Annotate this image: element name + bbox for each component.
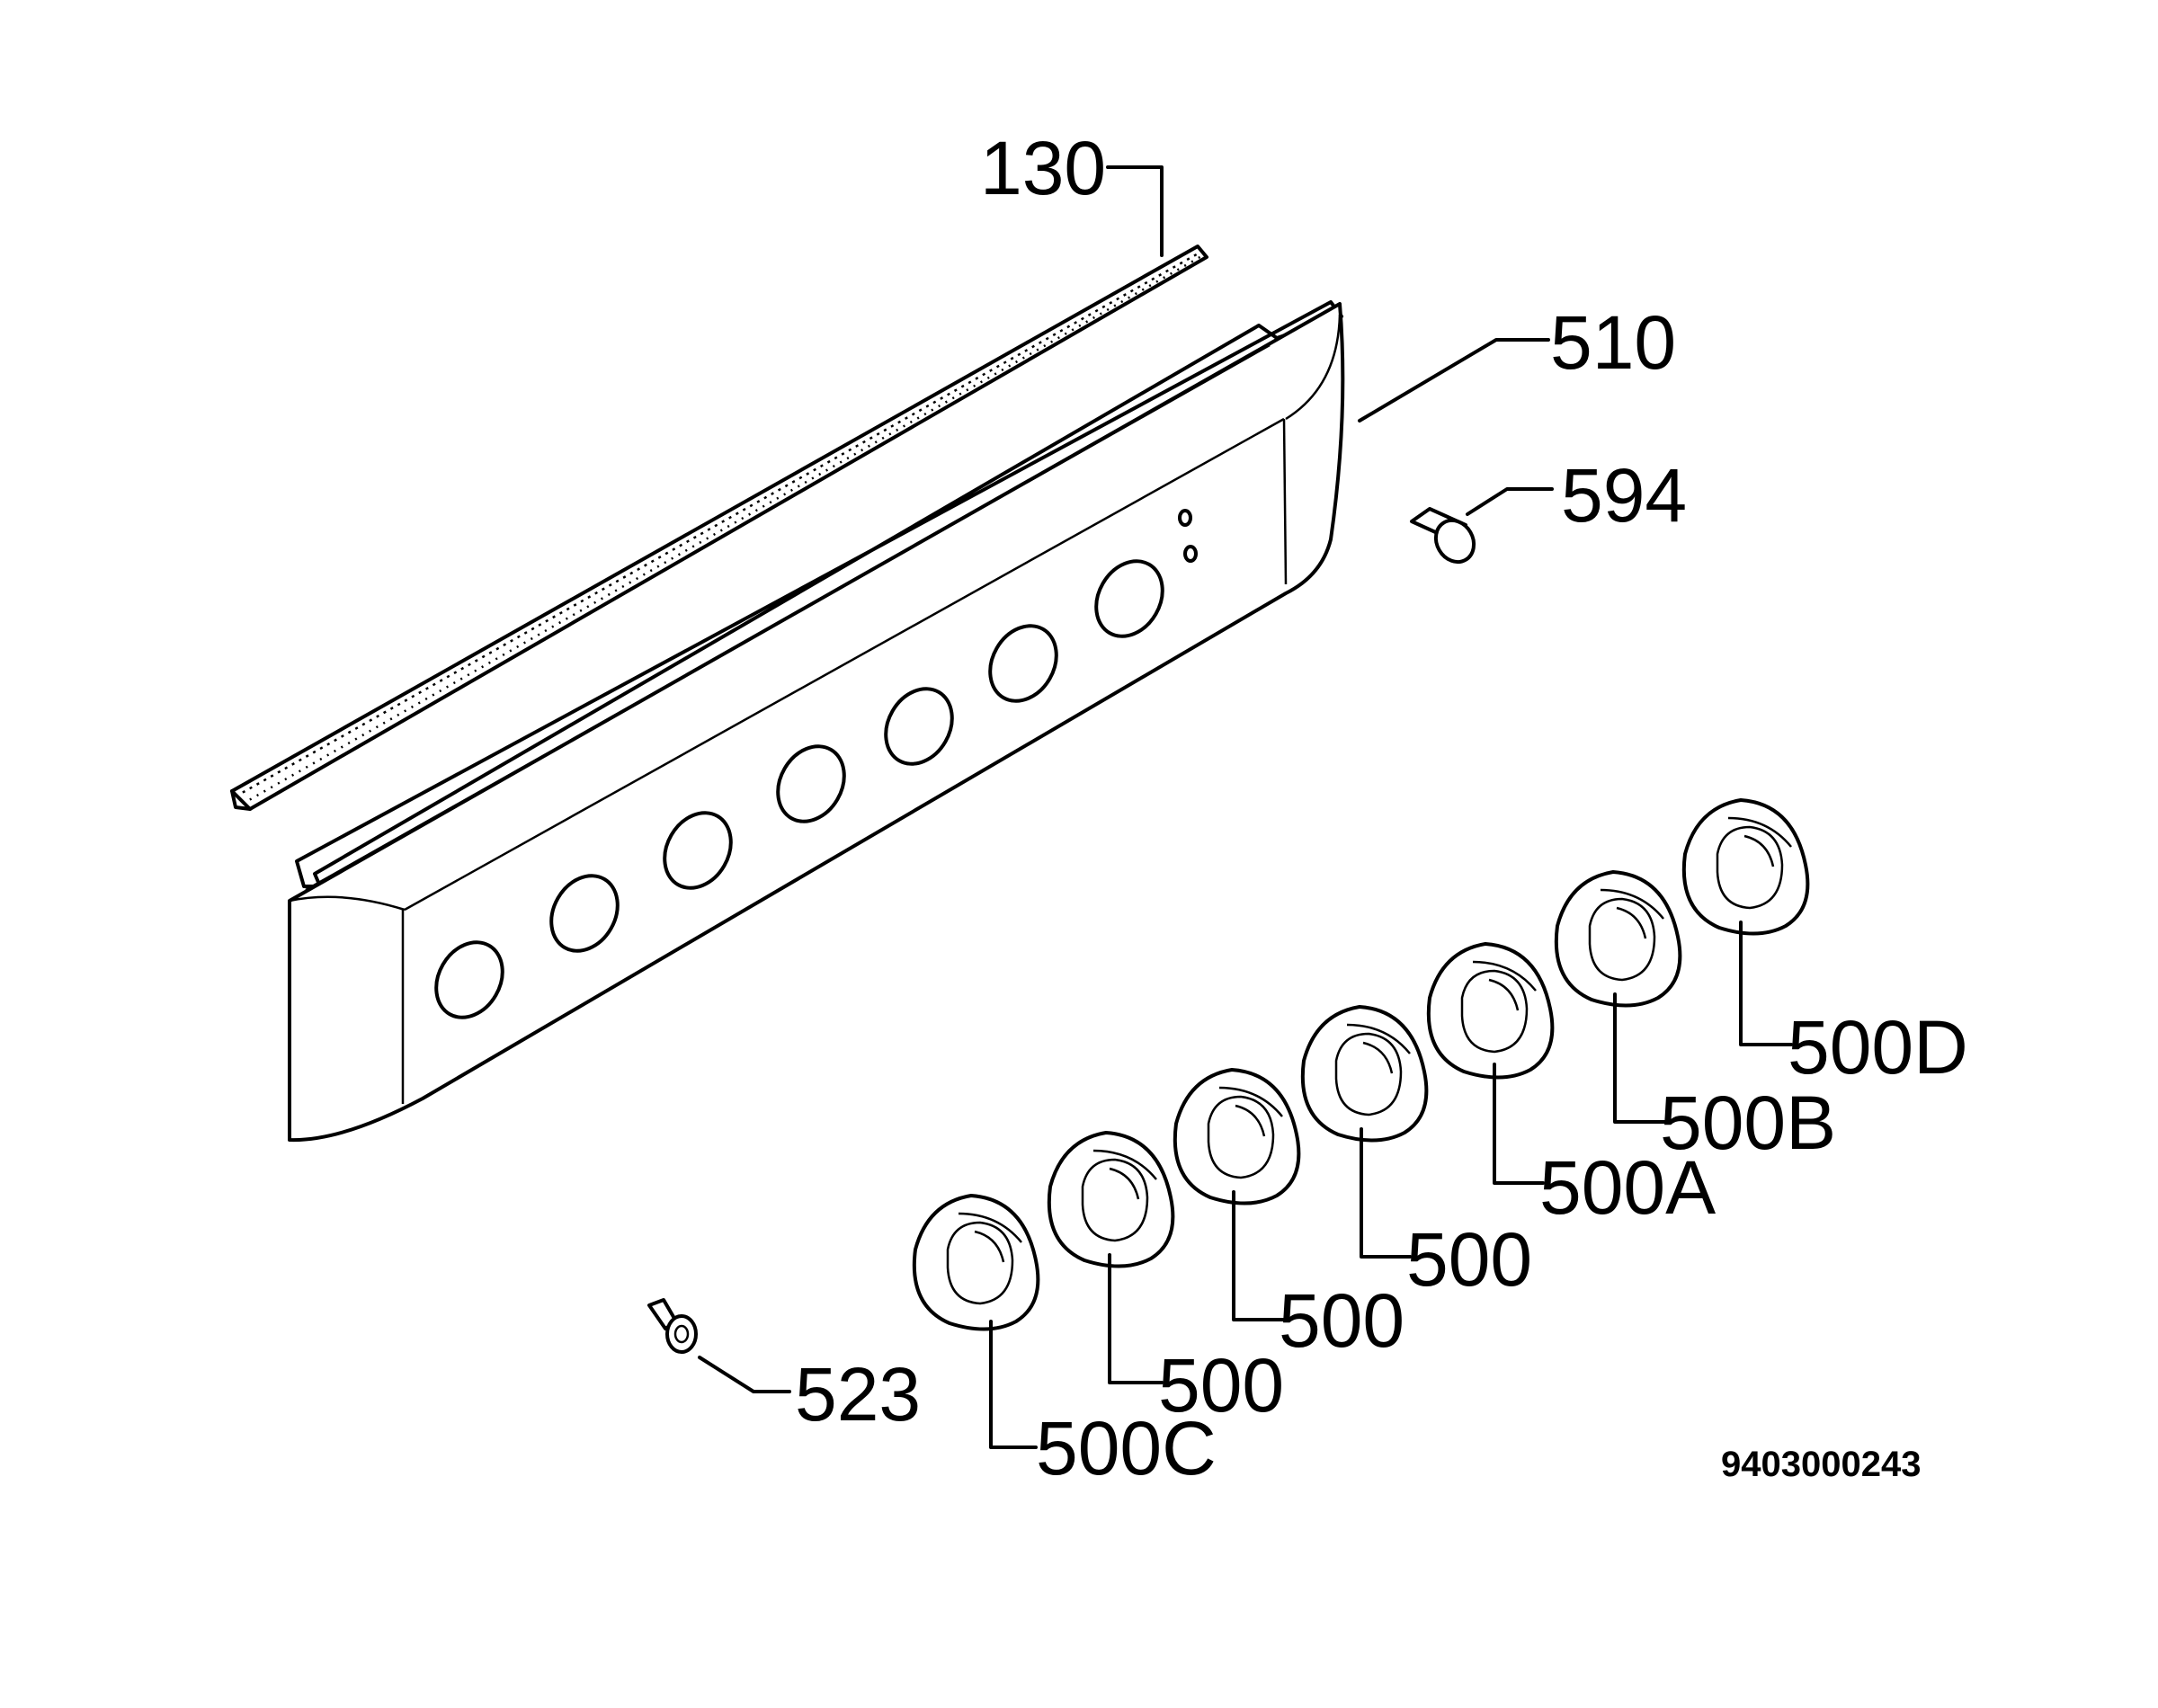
control-panel [288, 300, 1345, 1143]
knob-500D [1681, 798, 1810, 936]
knob-500B [1554, 870, 1682, 1008]
knob-500-1 [1047, 1131, 1175, 1268]
label-523: 523 [795, 1352, 921, 1437]
knob-500A [1426, 942, 1555, 1080]
label-130: 130 [980, 126, 1106, 210]
knob-500-3 [1300, 1005, 1429, 1143]
knob-hole [988, 624, 1058, 703]
knob-hole [884, 687, 954, 766]
label-knob-500C: 500C [1036, 1406, 1217, 1490]
label-knob-500-2: 500 [1279, 1278, 1404, 1363]
knob-hole [1094, 559, 1164, 638]
gasket-strip [230, 245, 1208, 811]
label-knob-500-3: 500 [1406, 1217, 1532, 1302]
knob-hole [776, 744, 846, 823]
label-510: 510 [1550, 300, 1676, 385]
label-594: 594 [1561, 453, 1687, 538]
label-knob-500D: 500D [1788, 1005, 1968, 1090]
label-knob-500-1: 500 [1158, 1343, 1284, 1428]
spring-clip [647, 1298, 698, 1354]
knob-500-2 [1173, 1068, 1301, 1205]
lamp-hole [1178, 509, 1192, 527]
knob-hole [663, 811, 733, 890]
indicator-lamp [1410, 507, 1476, 565]
lamp-hole [1183, 545, 1198, 563]
knob-hole [434, 940, 504, 1019]
label-knob-500A: 500A [1539, 1145, 1716, 1230]
leader-lines [698, 165, 1793, 1449]
knob-500C [912, 1194, 1040, 1331]
knob-hole [549, 874, 620, 953]
document-number: 9403000243 [1721, 1445, 1921, 1484]
label-knob-500B: 500B [1660, 1081, 1836, 1165]
